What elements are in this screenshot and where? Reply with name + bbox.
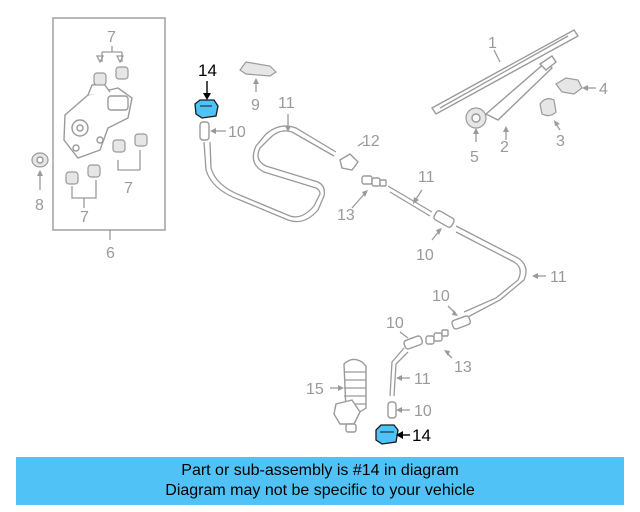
grommets-lower: [65, 164, 101, 185]
callout-10-d: 10: [386, 315, 404, 332]
hose-long: [455, 225, 527, 319]
wiper-motor: [63, 83, 133, 159]
banner-line-1: Part or sub-assembly is #14 in diagram: [181, 462, 459, 479]
part-3-cap: [539, 98, 557, 117]
part-15-washer-pump: [333, 358, 367, 433]
callout-7-bottom: 7: [80, 209, 89, 226]
part-14-nozzle-upper: [194, 99, 219, 119]
callout-10-c: 10: [432, 288, 450, 305]
callout-7-top: 7: [107, 29, 116, 46]
callout-14-lower: 14: [412, 426, 431, 445]
callout-5: 5: [470, 149, 479, 166]
part-12-check-valve: [339, 153, 359, 171]
callout-11-d: 11: [414, 371, 431, 388]
callout-14-upper: 14: [198, 61, 217, 80]
callout-11-c: 11: [550, 269, 567, 286]
parts-diagram: 7 7 7 6 8 14 10: [31, 17, 608, 445]
callout-10-a: 10: [228, 124, 246, 141]
part-14-nozzle-lower: [375, 424, 399, 445]
wiper-blade: [430, 29, 580, 115]
part-8-grommet: [31, 152, 49, 168]
callout-1: 1: [488, 35, 497, 52]
callout-10-e: 10: [414, 403, 432, 420]
hose-middle: [387, 185, 433, 217]
part-10-connector-a: [199, 121, 210, 141]
callout-11-b: 11: [418, 169, 435, 186]
part-13-joint-upper: [361, 175, 387, 187]
part-10-connector-c: [451, 315, 472, 330]
hose-lower: [389, 347, 409, 397]
part-9-bracket: [239, 61, 277, 77]
callout-13-a: 13: [337, 207, 355, 224]
callout-13-b: 13: [454, 359, 472, 376]
callout-4: 4: [599, 81, 608, 98]
hose-loop: [203, 125, 337, 223]
callout-6: 6: [106, 245, 115, 262]
callout-2: 2: [500, 139, 509, 156]
part-5-nut: [465, 107, 487, 129]
grommets-right: [112, 133, 148, 153]
wiper-arm: [484, 55, 557, 121]
part-13-joint-lower: [425, 329, 449, 345]
banner-line-2: Diagram may not be specific to your vehi…: [165, 482, 475, 499]
part-10-connector-d: [403, 335, 424, 350]
callout-12: 12: [362, 133, 380, 150]
callout-7-right: 7: [124, 180, 133, 197]
callout-10-b: 10: [416, 247, 434, 264]
callout-8: 8: [35, 197, 44, 214]
callout-11-a: 11: [278, 95, 295, 112]
callout-9: 9: [251, 97, 260, 114]
info-banner: Part or sub-assembly is #14 in diagram D…: [16, 457, 624, 505]
part-4-cover: [555, 77, 583, 95]
part-10-connector-b: [433, 210, 455, 228]
callout-15: 15: [306, 381, 324, 398]
grommets-upper: [93, 66, 129, 86]
callout-3: 3: [556, 133, 565, 150]
part-10-connector-e: [387, 401, 397, 419]
motor-assembly-box: [52, 17, 166, 231]
